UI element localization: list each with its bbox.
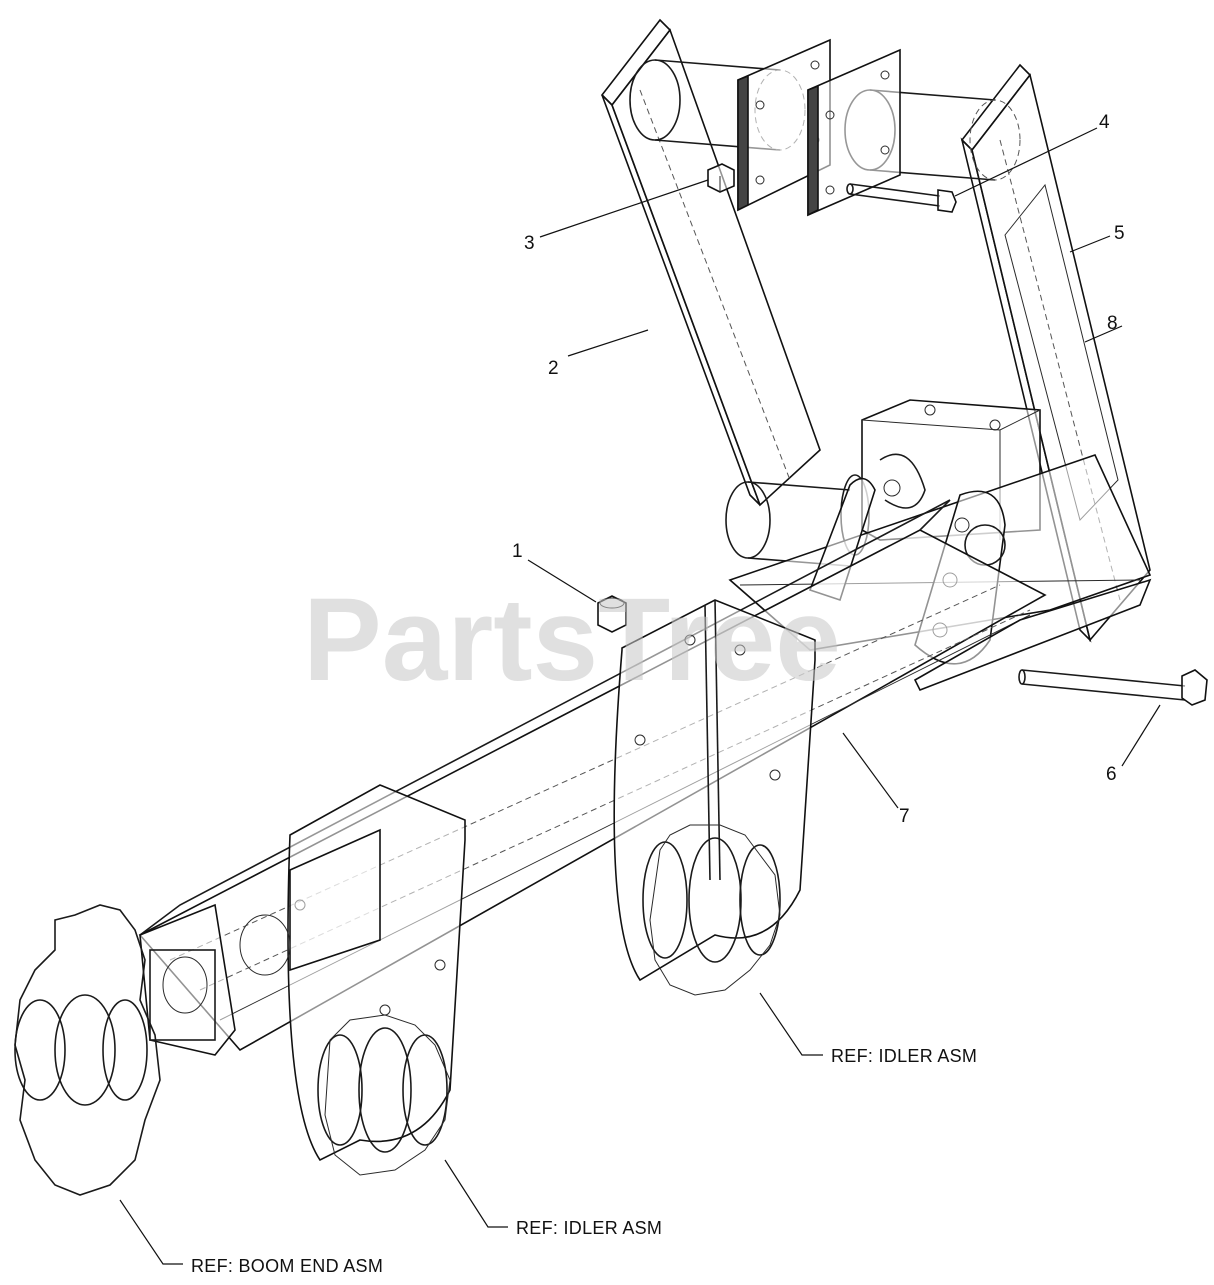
pivot-cam-left	[808, 477, 876, 602]
idler-bracket-upper	[613, 599, 816, 982]
callout-1: 1	[512, 541, 523, 562]
boom-end-sprocket	[14, 904, 161, 1196]
ref-idler-asm-upper: REF: IDLER ASM	[831, 1046, 977, 1066]
bolt-part-6	[1018, 669, 1208, 706]
bolt-part-4	[846, 183, 957, 213]
callout-3: 3	[524, 233, 535, 254]
idler-sprocket-lower	[317, 1014, 451, 1176]
callout-4: 4	[1099, 112, 1110, 133]
idler-sprocket-upper	[642, 824, 781, 996]
callout-6: 6	[1106, 764, 1117, 785]
watermark-text: PartsTree	[303, 574, 841, 706]
callout-5: 5	[1114, 223, 1125, 244]
callout-8: 8	[1107, 313, 1118, 334]
leader-lines	[119, 127, 1161, 1265]
callout-7: 7	[899, 806, 910, 827]
nut-part-3	[707, 163, 735, 193]
ref-boom-end-asm: REF: BOOM END ASM	[191, 1256, 383, 1276]
ref-idler-asm-lower: REF: IDLER ASM	[516, 1218, 662, 1238]
nut-part-1	[597, 595, 627, 633]
callout-2: 2	[548, 358, 559, 379]
boom-end-box	[139, 828, 381, 1056]
left-upright-arm	[600, 18, 821, 507]
mount-plate-right	[807, 48, 901, 217]
